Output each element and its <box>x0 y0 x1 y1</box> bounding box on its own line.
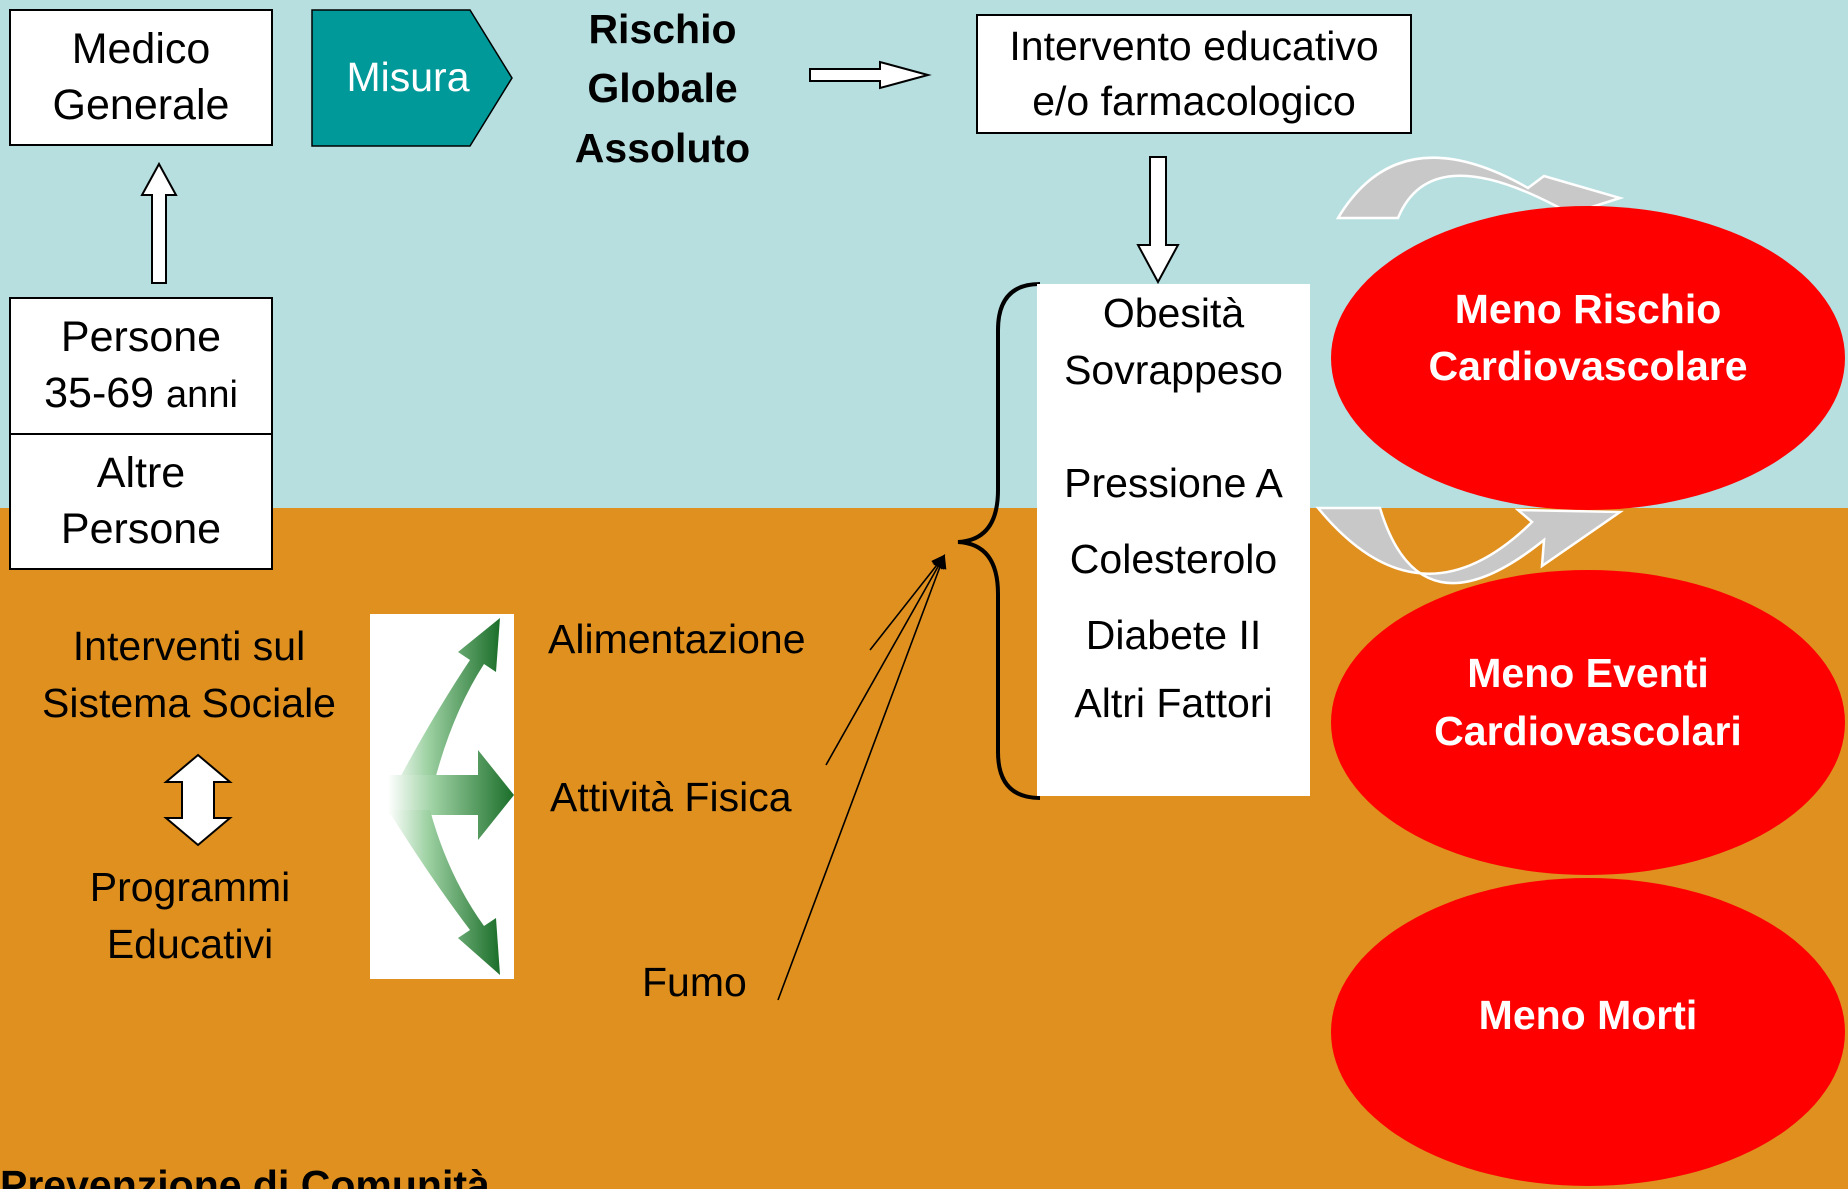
sovrappeso-line: Sovrappeso <box>1064 347 1283 394</box>
meno-morti-text: Meno Morti <box>1478 992 1698 1039</box>
factor-diabete: Diabete II <box>1085 612 1262 658</box>
altre-persone-box: Altre Persone <box>9 433 273 570</box>
green-arrow-up-icon <box>388 618 500 800</box>
risk-factors-panel <box>1037 284 1310 796</box>
lifestyle-fumo: Fumo <box>642 959 747 1005</box>
rischio-globale-assoluto: Rischio Globale Assoluto <box>540 0 785 178</box>
persone-unit: anni <box>166 374 238 416</box>
factor-pressione: Pressione A <box>1064 460 1283 506</box>
misura-arrow-shape <box>311 9 513 147</box>
altre-line-1: Altre <box>96 448 186 497</box>
medico-line-2: Generale <box>52 80 230 129</box>
programmi-educativi: Programmi Educativi <box>40 859 340 974</box>
line-fumo <box>777 554 947 1001</box>
line-attivita <box>825 554 945 766</box>
medico-generale-box: Medico Generale <box>9 9 273 146</box>
persone-age: 35-69 <box>44 369 155 417</box>
outcome-meno-rischio: Meno Rischio Cardiovascolare <box>1331 206 1845 510</box>
green-arrow-down-icon <box>388 810 500 975</box>
meno-rischio-line-2: Cardiovascolare <box>1428 343 1748 389</box>
meno-rischio-line-1: Meno Rischio <box>1454 285 1722 332</box>
programmi-line-1: Programmi <box>89 864 291 910</box>
lifestyle-attivita-fisica: Attività Fisica <box>550 774 792 820</box>
curly-brace <box>957 282 1041 800</box>
footer-title: Prevenzione di Comunità <box>0 1162 490 1189</box>
interventi-sistema-sociale: Interventi sul Sistema Sociale <box>0 618 378 733</box>
curved-arrow-top-icon <box>1335 156 1625 220</box>
persone-35-69-box: Persone 35-69 anni <box>9 297 273 435</box>
double-arrow-vertical-icon <box>163 753 233 847</box>
line-alimentazione <box>869 554 946 651</box>
altre-line-2: Persone <box>60 504 222 553</box>
programmi-line-2: Educativi <box>106 921 274 968</box>
hollow-arrow-up-icon <box>140 161 178 284</box>
lifestyle-alimentazione: Alimentazione <box>548 616 806 662</box>
misura-label: Misura <box>346 54 470 100</box>
hollow-arrow-down-icon <box>1136 156 1180 285</box>
persone-line-1: Persone <box>60 313 222 362</box>
obesita-line: Obesità <box>1102 290 1245 336</box>
interventi-line-2: Sistema Sociale <box>42 680 336 727</box>
rischio-line-2: Globale <box>587 65 738 112</box>
factor-altri: Altri Fattori <box>1074 680 1273 726</box>
interventi-line-1: Interventi sul <box>72 623 306 669</box>
rischio-line-3: Assoluto <box>574 124 751 171</box>
meno-eventi-line-2: Cardiovascolari <box>1434 707 1742 754</box>
green-arrow-right-icon <box>388 750 514 840</box>
outcome-meno-eventi: Meno Eventi Cardiovascolari <box>1331 570 1845 875</box>
hollow-arrow-right-icon <box>809 60 932 90</box>
intervento-educativo-box: Intervento educativo e/o farmacologico <box>976 14 1412 134</box>
medico-line-1: Medico <box>71 24 211 73</box>
curved-arrow-bottom-icon <box>1315 506 1624 585</box>
outcome-meno-morti: Meno Morti <box>1331 878 1845 1186</box>
intervento-line-1: Intervento educativo <box>1009 22 1379 69</box>
meno-eventi-line-1: Meno Eventi <box>1467 650 1709 697</box>
factor-colesterolo: Colesterolo <box>1069 536 1278 582</box>
obesita-sovrappeso: Obesità Sovrappeso <box>1037 285 1310 400</box>
intervento-line-2: e/o farmacologico <box>1032 78 1356 124</box>
rischio-line-1: Rischio <box>588 6 737 52</box>
